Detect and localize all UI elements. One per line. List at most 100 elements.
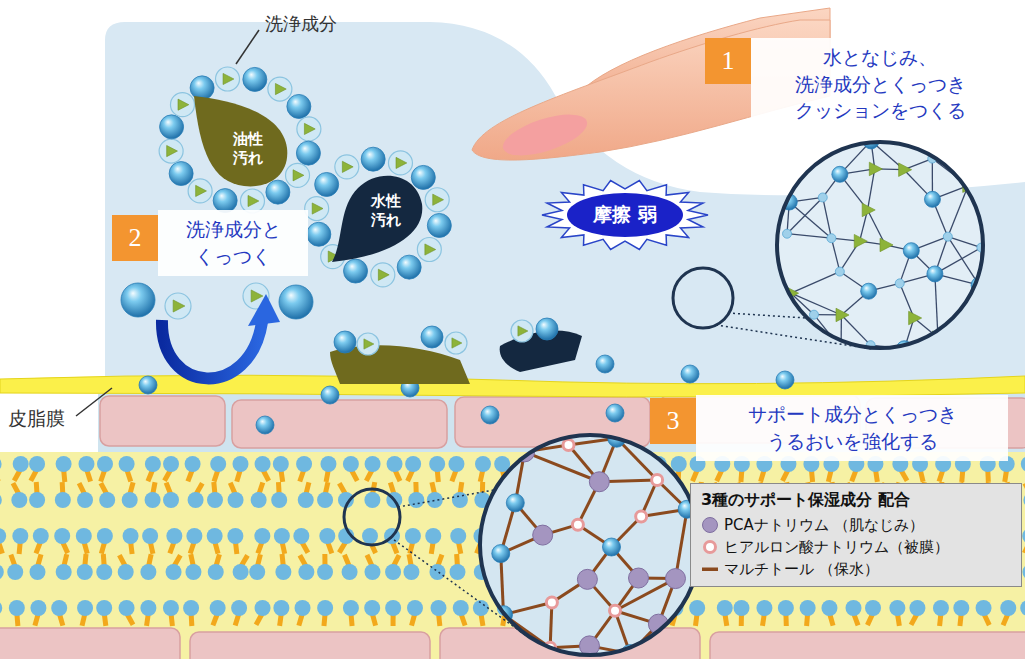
lipid-head xyxy=(273,456,289,472)
cleanser-sphere xyxy=(321,386,339,404)
cleanser-sphere xyxy=(506,494,524,512)
lipid-head xyxy=(186,528,202,544)
legend-swatch xyxy=(701,560,719,578)
green-triangle xyxy=(425,244,436,255)
lipid-head xyxy=(163,492,179,508)
lipid-head xyxy=(0,600,2,616)
lipid-head xyxy=(1000,600,1016,616)
small-particle xyxy=(895,279,904,288)
cleanser-sphere xyxy=(681,365,699,383)
burst-core xyxy=(567,193,683,237)
legend-ring xyxy=(705,542,716,553)
green-triangle xyxy=(167,145,178,156)
network-link xyxy=(840,315,842,349)
lipid-head xyxy=(717,600,733,616)
lipid-head xyxy=(228,492,244,508)
lipid-head xyxy=(227,528,243,544)
lipid-head xyxy=(953,600,969,616)
cleanser-disc xyxy=(159,139,183,163)
cleanser-sphere xyxy=(307,222,331,246)
lipid-head xyxy=(1022,564,1025,580)
lipid-head xyxy=(448,456,464,472)
green-triangle xyxy=(293,170,304,181)
lipid-head xyxy=(210,600,226,616)
cleanser-sphere xyxy=(924,191,940,207)
lipid-head xyxy=(450,528,466,544)
zoom-guide xyxy=(728,313,806,318)
lipid-head xyxy=(343,600,359,616)
cleanser-disc xyxy=(425,188,449,212)
hyaluronic-ring xyxy=(563,439,574,450)
cleanser-sphere xyxy=(903,243,919,259)
green-triangle xyxy=(869,162,882,176)
water-region xyxy=(105,22,1025,400)
cleanser-sphere xyxy=(266,180,290,204)
lipid-head xyxy=(365,456,381,472)
cleanser-sphere xyxy=(411,165,435,189)
lipid-head xyxy=(183,600,199,616)
small-particle xyxy=(943,232,952,241)
cleanser-sphere xyxy=(427,213,451,237)
cleanser-disc xyxy=(445,332,467,354)
zoom-view xyxy=(777,133,987,357)
cleanser-disc xyxy=(357,333,379,355)
lipid-head xyxy=(163,600,179,616)
lipid-head xyxy=(475,456,491,472)
legend-heading: 3種のサポート保湿成分 配合 xyxy=(701,490,1011,511)
lipid-head xyxy=(140,600,156,616)
cleanser-sphere xyxy=(213,189,237,213)
lipid-head xyxy=(317,564,333,580)
lipid-head xyxy=(295,600,311,616)
lipid-head xyxy=(166,528,182,544)
lipid-head xyxy=(671,456,687,472)
cleanser-sphere xyxy=(315,172,339,196)
finger-nail xyxy=(498,106,592,164)
skin-layers xyxy=(0,375,1025,659)
interstitial-ground xyxy=(0,394,1025,659)
cleanser-disc xyxy=(216,67,240,91)
lipid-head xyxy=(430,600,446,616)
network-link xyxy=(831,238,839,271)
lipid-head xyxy=(255,600,271,616)
cleanser-disc xyxy=(170,93,194,117)
lipid-head xyxy=(255,456,271,472)
node-text: サポート成分とくっつき うるおいを強化する xyxy=(704,401,1000,454)
lipid-head xyxy=(33,528,49,544)
lipid-head xyxy=(29,492,45,508)
zoom-view xyxy=(480,429,700,659)
lipid-head xyxy=(800,600,816,616)
hyaluronic-ring xyxy=(652,474,663,485)
small-particle xyxy=(827,234,836,243)
legend-text: ヒアルロン酸ナトリウム（被膜） xyxy=(724,538,949,557)
lipid-head xyxy=(208,564,224,580)
cleanser-sphere xyxy=(169,162,193,186)
lipid-head xyxy=(405,456,421,472)
legend-text: PCAナトリウム （肌なじみ） xyxy=(724,516,924,535)
zoom-ground xyxy=(480,435,700,655)
network-link xyxy=(787,234,831,238)
lipid-head xyxy=(429,564,445,580)
pca-sodium xyxy=(629,568,649,588)
cleanser-sphere xyxy=(421,326,443,348)
lipid-head xyxy=(733,600,749,616)
lipid-head xyxy=(317,492,333,508)
lipid-head xyxy=(275,564,291,580)
hyaluronic-ring xyxy=(610,605,621,616)
lipid-head xyxy=(145,456,161,472)
cleanser-disc xyxy=(286,163,310,187)
green-triangle xyxy=(909,311,922,325)
lipid-head xyxy=(251,492,267,508)
lipid-head xyxy=(298,564,314,580)
network-link xyxy=(675,509,687,578)
lipid-head xyxy=(233,564,249,580)
small-particle xyxy=(818,193,827,202)
cleanser-disc xyxy=(335,155,359,179)
green-triangle xyxy=(396,157,407,168)
friction-burst: 摩擦 弱 xyxy=(540,178,710,252)
green-triangle xyxy=(275,83,286,94)
network-link xyxy=(948,237,979,286)
leader-line xyxy=(236,30,259,64)
cleanser-sphere xyxy=(139,376,157,394)
zoom-spot xyxy=(344,489,400,545)
